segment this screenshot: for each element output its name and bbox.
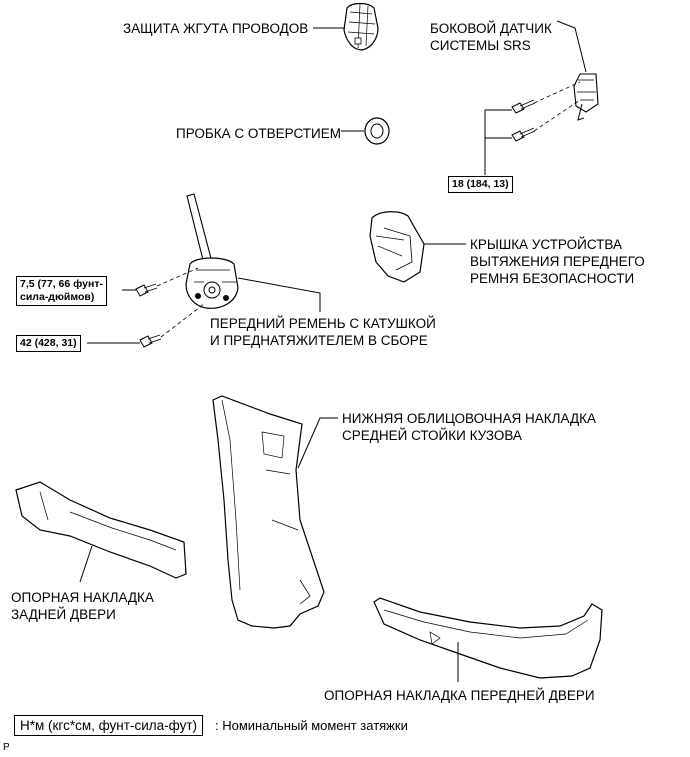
label-hole-plug: ПРОБКА С ОТВЕРСТИЕМ [176,126,341,141]
rear-scuff-plate-part [15,481,187,579]
legend-description: : Номинальный момент затяжки [215,718,408,733]
torque-box-sensor-bolts: 18 (184, 13) [448,176,513,193]
front-scuff-plate-part [373,597,603,679]
legend-unit-box: Н*м (кгс*см, фунт-сила-фут) [14,715,203,736]
corner-mark: P [3,742,10,753]
harness-protector-part [343,2,379,51]
label-pretensioner-cover: КРЫШКА УСТРОЙСТВА ВЫТЯЖЕНИЯ ПЕРЕДНЕГО РЕ… [470,237,645,286]
belt-assembly-leader [237,277,321,312]
srs-bolt-guide-lines [533,81,581,132]
srs-sensor-bolt-upper [511,99,536,114]
rear-scuff-leader [79,545,93,583]
belt-bolt-lower [139,334,162,348]
label-srs-side-sensor: БОКОВОЙ ДАТЧИК СИСТЕМЫ SRS [430,21,552,53]
label-rear-scuff-plate: ОПОРНАЯ НАКЛАДКА ЗАДНЕЙ ДВЕРИ [11,590,154,622]
center-pillar-garnish-part [212,395,325,629]
hole-plug-part [364,117,390,145]
pillar-garnish-leader [297,417,338,469]
torque-box-belt-lower: 42 (428, 31) [16,335,81,352]
belt-bolt-upper [135,283,158,297]
belt-bolt-guide-lines [156,267,205,338]
label-harness-protector: ЗАЩИТА ЖГУТА ПРОВОДОВ [123,21,309,36]
label-pillar-garnish: НИЖНЯЯ ОБЛИЦОВОЧНАЯ НАКЛАДКА СРЕДНЕЙ СТО… [342,411,596,443]
srs-sensor-leader [556,20,587,73]
torque-box-belt-upper: 7,5 (77, 66 фунт- сила-дюймов) [16,276,107,306]
srs-side-sensor-part [573,73,599,121]
srs-sensor-bolt-lower [511,127,536,142]
label-belt-assembly: ПЕРЕДНИЙ РЕМЕНЬ С КАТУШКОЙ И ПРЕДНАТЯЖИТ… [210,316,436,348]
sensor-torque-leader [484,109,512,175]
pretensioner-cover-part [369,211,425,283]
label-front-scuff-plate: ОПОРНАЯ НАКЛАДКА ПЕРЕДНЕЙ ДВЕРИ [324,688,595,703]
seat-belt-retractor-part [185,193,239,309]
